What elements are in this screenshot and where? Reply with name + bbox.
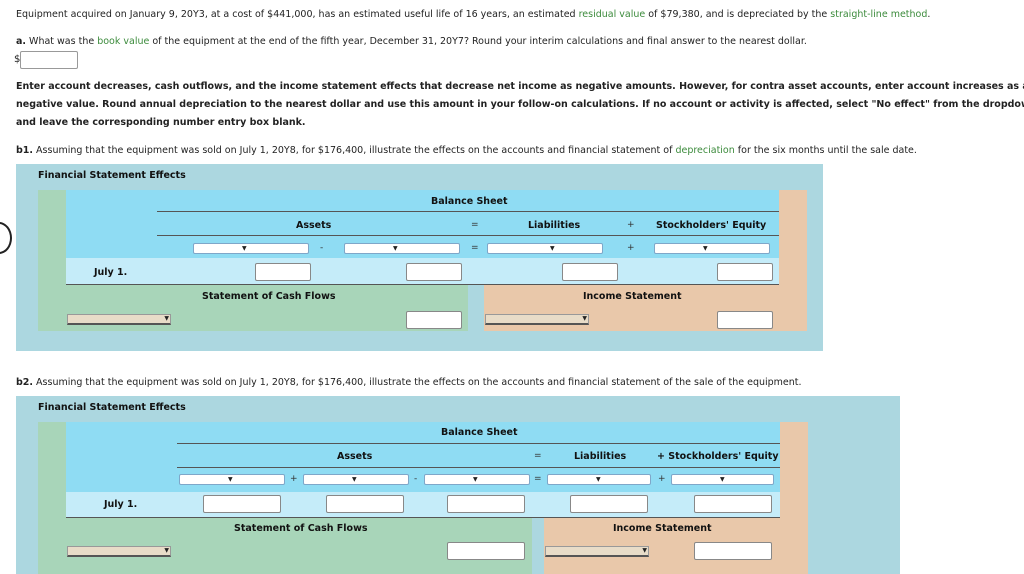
cash-flow-activity-dropdown[interactable]: ▼ [67,546,171,557]
residual-value-link[interactable]: residual value [578,9,646,20]
left-edge-circle [0,222,12,254]
asset-account-dropdown-2[interactable]: ▼ [303,474,409,485]
table-title: Financial Statement Effects [38,170,186,181]
equity-amount-input[interactable] [694,495,772,513]
date-label: July 1. [104,499,138,510]
left-green-column [38,190,66,331]
question-b2: b2. Assuming that the equipment was sold… [16,377,802,388]
income-statement-header: Income Statement [613,523,712,534]
cash-flow-amount-input[interactable] [406,311,462,329]
asset-account-dropdown-2[interactable]: ▼ [344,243,460,254]
asset-amount-input-2[interactable] [326,495,404,513]
asset-account-dropdown-1[interactable]: ▼ [193,243,309,254]
equity-header: Stockholders' Equity [656,220,767,231]
instructions-line-1: Enter account decreases, cash outflows, … [16,81,1024,92]
asset-amount-input-1[interactable] [203,495,281,513]
balance-sheet-header: Balance Sheet [431,196,508,207]
asset-amount-input-1[interactable] [255,263,311,281]
book-value-link[interactable]: book value [97,36,150,47]
assets-header: Assets [337,451,373,462]
liability-account-dropdown[interactable]: ▼ [487,243,603,254]
depreciation-link[interactable]: depreciation [675,145,735,156]
equity-account-dropdown[interactable]: ▼ [654,243,770,254]
right-peach-column [779,190,807,331]
liability-amount-input[interactable] [562,263,618,281]
income-amount-input[interactable] [717,311,773,329]
right-peach-column [780,422,808,574]
liability-account-dropdown[interactable]: ▼ [547,474,651,485]
instructions-line-2: negative value. Round annual depreciatio… [16,99,1024,110]
cash-flow-amount-input[interactable] [447,542,525,560]
asset-account-dropdown-3[interactable]: ▼ [424,474,530,485]
date-row-band [66,492,780,517]
asset-amount-input-3[interactable] [447,495,525,513]
currency-symbol: $ [14,54,21,65]
book-value-input[interactable] [20,51,78,69]
equity-account-dropdown[interactable]: ▼ [671,474,774,485]
straight-line-link[interactable]: straight-line method [830,9,928,20]
asset-account-dropdown-1[interactable]: ▼ [179,474,285,485]
income-amount-input[interactable] [694,542,772,560]
date-label: July 1. [94,267,128,278]
question-a: a. What was the book value of the equipm… [16,36,807,47]
equity-header: + Stockholders' Equity [657,451,779,462]
financial-effects-table-b2: Financial Statement Effects Balance Shee… [16,396,900,574]
income-statement-dropdown[interactable]: ▼ [545,546,649,557]
liability-amount-input[interactable] [570,495,648,513]
left-green-column [38,422,66,574]
income-statement-dropdown[interactable]: ▼ [485,314,589,325]
cash-flows-header: Statement of Cash Flows [202,291,336,302]
financial-effects-table-b1: Financial Statement Effects Balance Shee… [16,164,823,351]
table-title: Financial Statement Effects [38,402,186,413]
liabilities-header: Liabilities [574,451,627,462]
asset-amount-input-2[interactable] [406,263,462,281]
cash-flows-header: Statement of Cash Flows [234,523,368,534]
income-statement-header: Income Statement [583,291,682,302]
liabilities-header: Liabilities [528,220,581,231]
equity-amount-input[interactable] [717,263,773,281]
question-b1: b1. Assuming that the equipment was sold… [16,145,917,156]
instructions-line-3: and leave the corresponding number entry… [16,117,306,128]
assets-header: Assets [296,220,332,231]
balance-sheet-header: Balance Sheet [441,427,518,438]
cash-flow-activity-dropdown[interactable]: ▼ [67,314,171,325]
problem-statement: Equipment acquired on January 9, 20Y3, a… [16,9,931,20]
